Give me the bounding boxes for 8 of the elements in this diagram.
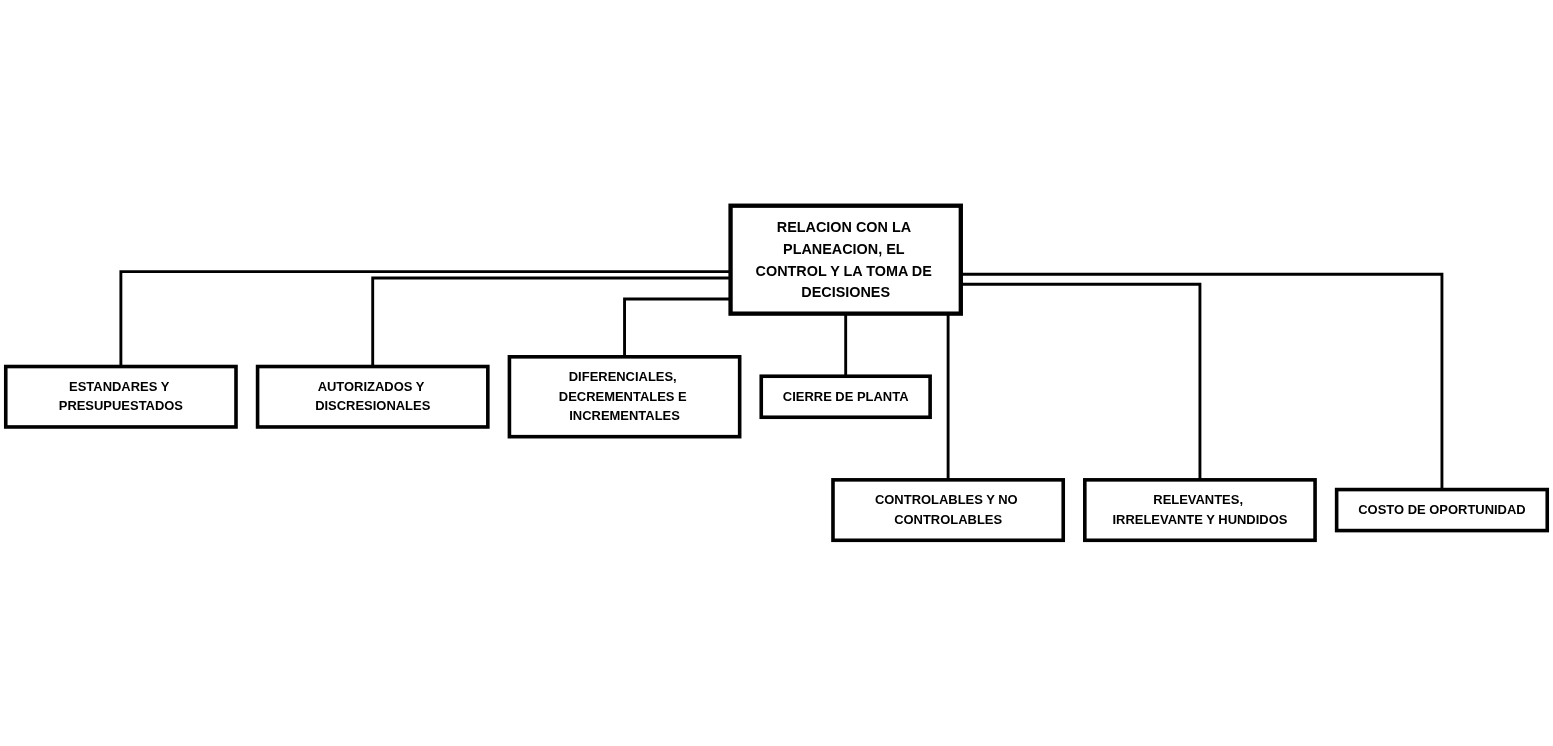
node-box: COSTO DE OPORTUNIDAD <box>1334 487 1550 533</box>
node-box: RELEVANTES, IRRELEVANTE Y HUNDIDOS <box>1083 478 1317 543</box>
node-box: RELACION CON LA PLANEACION, EL CONTROL Y LA TOMA DE DECISIONES <box>728 203 963 316</box>
node-box: CIERRE DE PLANTA <box>759 374 932 420</box>
node-box: CONTROLABLES Y NO CONTROLABLES <box>831 478 1066 543</box>
node-box: AUTORIZADOS Y DISCRESIONALES <box>255 364 490 429</box>
node-box: DIFERENCIALES, DECREMENTALES E INCREMENTALES <box>507 355 742 439</box>
node-box: ESTANDARES Y PRESUPUESTADOS <box>3 364 238 429</box>
